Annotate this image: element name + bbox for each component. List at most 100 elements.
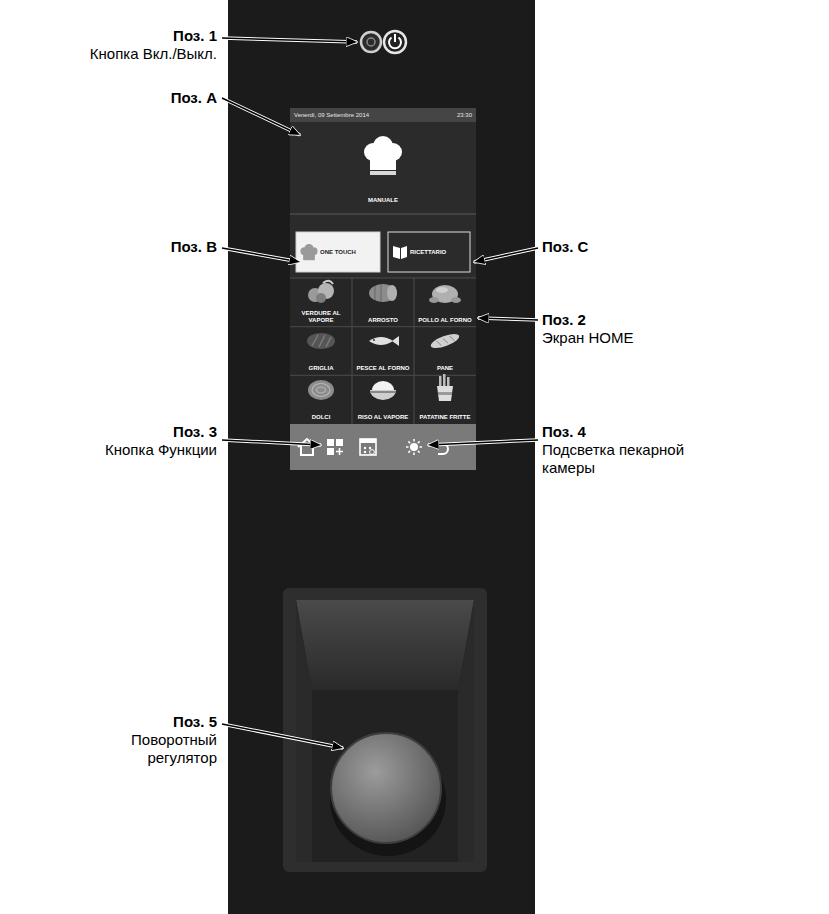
chicken-icon [451, 297, 461, 303]
roast-icon [381, 285, 382, 301]
tile-grid [290, 278, 476, 279]
screen-text: 23:30 [457, 108, 472, 122]
leader-arrows [222, 38, 538, 748]
screen-text: RISO AL VAPORE [358, 414, 409, 421]
leader-arrows [222, 38, 357, 42]
chamber-light-icon [406, 439, 422, 455]
power-button [384, 31, 406, 53]
fish-icon [392, 336, 399, 346]
rotary-knob [283, 588, 487, 872]
leader-arrows [222, 98, 300, 135]
grill-icon [319, 335, 325, 347]
recipe-tile: VERDURE AL VAPORE [290, 278, 352, 327]
callout-number: Поз. 5 [12, 713, 217, 731]
callout-number: Поз. C [542, 238, 742, 256]
touch-screen [290, 108, 476, 122]
touch-screen [290, 424, 476, 470]
rotary-knob [296, 600, 312, 862]
screen-text: MANUALE [368, 197, 398, 204]
tile-grid [290, 326, 476, 327]
leader-arrows [222, 38, 357, 42]
tile-grid [290, 375, 476, 376]
dessert-icon [308, 380, 334, 400]
leader-arrows [222, 248, 300, 262]
chamber-light-icon [410, 443, 418, 451]
leader-arrows [222, 724, 343, 748]
rotary-knob [331, 733, 441, 843]
functions-icon [327, 439, 334, 446]
roast-icon [369, 284, 397, 302]
power-button [361, 31, 406, 53]
fish-icon [369, 337, 393, 345]
callout-number: Поз. 2 [542, 311, 742, 329]
screen-text: RICETTARIO [410, 249, 446, 256]
bread-icon [450, 335, 455, 342]
grill-icon [326, 337, 331, 347]
panel-housing [228, 0, 535, 914]
fries-icon [437, 374, 453, 401]
rotary-knob [458, 600, 474, 862]
functions-icon [327, 439, 343, 455]
tile-grid [414, 278, 415, 424]
callout-number: Поз. 3 [12, 423, 217, 441]
rotary-knob [296, 600, 474, 862]
callout-number: Поз. 1 [12, 27, 217, 45]
calendar-icon [369, 447, 371, 449]
home-icon [301, 445, 313, 455]
vegetables-icon [323, 281, 333, 284]
recipe-tile: ARROSTO [352, 278, 414, 327]
power-button [361, 32, 381, 52]
fries-icon [443, 374, 446, 388]
leader-arrows [222, 440, 321, 445]
rice-icon [370, 390, 396, 400]
leader-arrows [222, 98, 300, 135]
rotary-knob [296, 600, 474, 690]
screen-text: GRIGLIA [309, 365, 334, 372]
callout-number: Поз. A [12, 89, 217, 107]
rice-icon [372, 381, 394, 390]
touch-screen [290, 278, 476, 424]
screen-text: PATATINE FRITTE [420, 414, 471, 421]
screen-text: DOLCI [312, 414, 331, 421]
calendar-icon [360, 439, 376, 455]
roast-icon [375, 286, 376, 300]
touch-screen [290, 108, 476, 470]
screen-text: VERDURE AL VAPORE [292, 310, 350, 324]
chef-hat-icon [300, 244, 317, 260]
leader-arrows [478, 318, 538, 320]
calendar-icon [364, 447, 366, 449]
grill-icon [307, 333, 335, 349]
recipe-tile: PESCE AL FORNO [352, 327, 414, 376]
functions-icon [336, 439, 343, 446]
touch-screen: Venerdì, 09 Settembre 201423:30MANUALEON… [290, 108, 476, 470]
bread-icon [429, 331, 461, 351]
callout-text: Экран HOME [542, 329, 742, 347]
dessert-icon [308, 380, 334, 400]
leader-arrows [428, 440, 538, 445]
fries-icon [438, 392, 452, 395]
fish-icon [373, 339, 375, 341]
recipe-tile: PANE [414, 327, 476, 376]
tile-grid [352, 278, 353, 424]
fries-icon [437, 386, 453, 401]
calendar-icon [364, 451, 366, 453]
functions-icon [327, 448, 334, 455]
screen-text: ARROSTO [368, 317, 398, 324]
callout-text: Подсветка пекарной камеры [542, 441, 692, 477]
recipe-book-tab: RICETTARIO [388, 232, 470, 272]
bread-icon [443, 337, 448, 344]
chef-hat-icon [303, 252, 315, 260]
book-icon [393, 246, 400, 259]
callout-number: Поз. 4 [542, 423, 742, 441]
chamber-light-icon [406, 439, 422, 455]
touch-screen [290, 214, 476, 215]
one-touch-tab: ONE TOUCH [296, 232, 380, 272]
power-button [367, 38, 375, 46]
screen-text: POLLO AL FORNO [418, 317, 471, 324]
rice-icon [370, 391, 396, 393]
screen-text: PESCE AL FORNO [356, 365, 409, 372]
leader-arrows [222, 724, 343, 748]
leader-arrows [222, 248, 300, 262]
recipe-tile: GRIGLIA [290, 327, 352, 376]
